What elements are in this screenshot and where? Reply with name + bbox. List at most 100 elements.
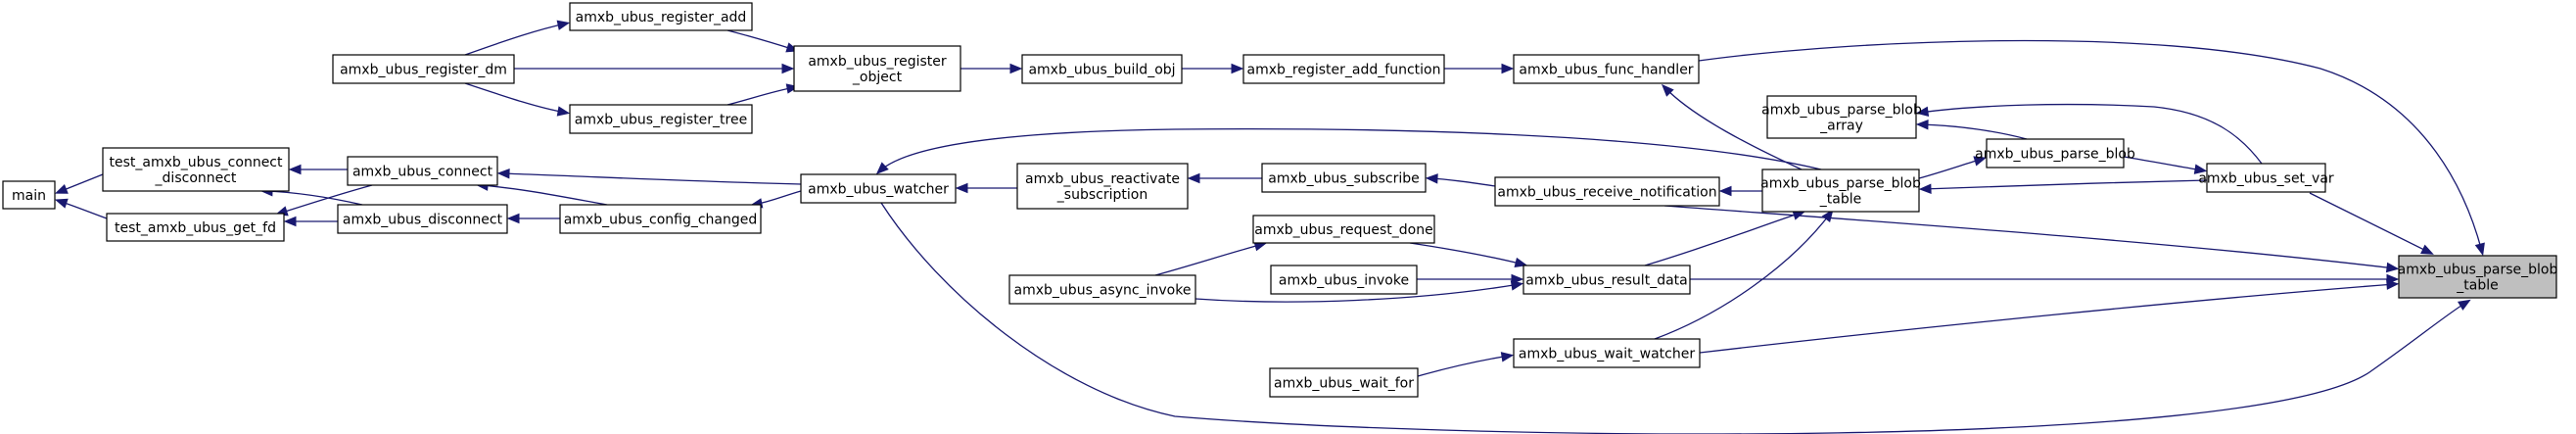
node-invoke[interactable]: amxb_ubus_invoke bbox=[1270, 265, 1418, 295]
edge-arrowhead bbox=[1425, 173, 1438, 184]
node-label: amxb_ubus_set_var bbox=[2198, 171, 2334, 187]
node-test-connect-disconnect[interactable]: test_amxb_ubus_connect_disconnect bbox=[102, 147, 290, 192]
edge-reactivate_subscription-to-watcher bbox=[955, 182, 1017, 194]
node-wait-for[interactable]: amxb_ubus_wait_for bbox=[1269, 367, 1419, 398]
edge-line bbox=[726, 29, 796, 51]
node-label: amxb_ubus_request_done bbox=[1254, 222, 1432, 238]
node-register-tree[interactable]: amxb_ubus_register_tree bbox=[569, 104, 753, 134]
node-label: amxb_ubus_connect bbox=[352, 165, 493, 180]
edge-arrowhead bbox=[1821, 209, 1834, 222]
node-box bbox=[1269, 367, 1419, 398]
node-box bbox=[1270, 265, 1418, 295]
node-label: _subscription bbox=[1056, 187, 1147, 203]
edge-line bbox=[1644, 212, 1803, 266]
node-register-object[interactable]: amxb_ubus_register_object bbox=[793, 45, 961, 92]
edge-line bbox=[1429, 177, 1496, 187]
node-register-add-function[interactable]: amxb_register_add_function bbox=[1242, 54, 1445, 84]
call-nodes: amxb_ubus_parse_blob_tableamxb_ubus_set_… bbox=[2, 2, 2558, 398]
edge-test_get_fd-to-main bbox=[54, 198, 108, 219]
node-disconnect[interactable]: amxb_ubus_disconnect bbox=[337, 204, 508, 234]
edge-async_invoke-to-request_done bbox=[1154, 241, 1268, 276]
node-func-handler[interactable]: amxb_ubus_func_handler bbox=[1513, 54, 1700, 84]
node-box bbox=[2398, 255, 2557, 299]
node-label: amxb_ubus_subscribe bbox=[1268, 171, 1420, 187]
edge-line bbox=[1654, 212, 1832, 340]
node-box bbox=[332, 54, 515, 84]
edge-parse_blob-to-parse_blob_array bbox=[1915, 119, 2028, 140]
edge-line bbox=[1417, 355, 1511, 377]
node-label: amxb_ubus_receive_notification bbox=[1497, 185, 1716, 201]
edge-line bbox=[1919, 123, 2028, 140]
edge-invoke-to-result_data bbox=[1417, 273, 1524, 285]
node-label: main bbox=[12, 188, 46, 204]
edge-arrowhead bbox=[1187, 172, 1200, 184]
node-main[interactable]: main bbox=[2, 180, 56, 210]
edge-line bbox=[726, 86, 796, 106]
node-subscribe[interactable]: amxb_ubus_subscribe bbox=[1261, 163, 1427, 193]
node-parse-blob-table[interactable]: amxb_ubus_parse_blob_table bbox=[2398, 255, 2558, 299]
node-label: _table bbox=[1819, 192, 1861, 208]
edge-arrowhead bbox=[2458, 299, 2471, 311]
edge-test_connect_disconnect-to-main bbox=[54, 173, 104, 194]
edge-arrowhead bbox=[506, 213, 520, 224]
edge-register_add_function-to-func_handler bbox=[1444, 63, 1515, 74]
node-test-get-fd[interactable]: test_amxb_ubus_get_fd bbox=[106, 213, 285, 242]
node-parse-blob[interactable]: amxb_ubus_parse_blob bbox=[1975, 138, 2135, 169]
edge-arrowhead bbox=[556, 106, 571, 117]
edge-arrowhead bbox=[283, 216, 297, 227]
node-label: _table bbox=[2456, 278, 2498, 294]
node-box bbox=[1494, 176, 1720, 207]
edge-arrowhead bbox=[1009, 63, 1023, 74]
edge-line bbox=[880, 202, 2468, 434]
node-label: _array bbox=[1819, 119, 1863, 134]
node-label: amxb_ubus_register_dm bbox=[340, 63, 507, 78]
node-box bbox=[1513, 338, 1701, 368]
node-parse-blob-table2[interactable]: amxb_ubus_parse_blob_table bbox=[1760, 169, 1921, 213]
edge-arrowhead bbox=[1915, 119, 1929, 130]
node-result-data[interactable]: amxb_ubus_result_data bbox=[1522, 265, 1691, 295]
edge-line bbox=[479, 184, 608, 206]
node-register-dm[interactable]: amxb_ubus_register_dm bbox=[332, 54, 515, 84]
edge-arrowhead bbox=[1973, 156, 1988, 167]
node-config-changed[interactable]: amxb_ubus_config_changed bbox=[559, 204, 762, 234]
edge-register_add-to-register_object bbox=[726, 29, 800, 53]
edge-receive_notification-to-subscribe bbox=[1425, 173, 1496, 187]
node-label: amxb_ubus_register_tree bbox=[575, 113, 747, 128]
edge-set_var-to-parse_blob_array bbox=[1915, 103, 2263, 165]
node-box bbox=[1252, 215, 1435, 244]
node-label: amxb_ubus_parse_blob bbox=[2398, 263, 2558, 278]
node-request-done[interactable]: amxb_ubus_request_done bbox=[1252, 215, 1435, 244]
edge-receive_notification-to-parse_blob_table bbox=[1663, 205, 2400, 273]
node-register-add[interactable]: amxb_ubus_register_add bbox=[569, 2, 753, 31]
node-wait-watcher[interactable]: amxb_ubus_wait_watcher bbox=[1513, 338, 1701, 368]
node-async-invoke[interactable]: amxb_ubus_async_invoke bbox=[1008, 274, 1196, 305]
node-set-var[interactable]: amxb_ubus_set_var bbox=[2198, 163, 2334, 193]
edge-wait_for-to-wait_watcher bbox=[1417, 352, 1515, 377]
edge-line bbox=[1663, 205, 2396, 269]
node-box bbox=[1766, 95, 1917, 139]
edge-arrowhead bbox=[496, 169, 510, 179]
node-connect[interactable]: amxb_ubus_connect bbox=[347, 156, 498, 186]
edge-line bbox=[464, 23, 567, 56]
node-label: amxb_ubus_result_data bbox=[1525, 273, 1687, 289]
node-receive-notification[interactable]: amxb_ubus_receive_notification bbox=[1494, 176, 1720, 207]
edge-line bbox=[1699, 283, 2396, 354]
node-box bbox=[2, 180, 56, 210]
node-build-obj[interactable]: amxb_ubus_build_obj bbox=[1021, 54, 1183, 84]
edge-parse_blob_table2-to-receive_notification bbox=[1718, 185, 1762, 197]
edge-register_dm-to-register_tree bbox=[464, 82, 571, 117]
edge-arrowhead bbox=[288, 164, 302, 175]
edge-set_var-to-parse_blob_table bbox=[2309, 192, 2434, 255]
node-watcher[interactable]: amxb_ubus_watcher bbox=[800, 173, 957, 204]
node-box bbox=[1261, 163, 1427, 193]
node-parse-blob-array[interactable]: amxb_ubus_parse_blob_array bbox=[1761, 95, 1922, 139]
edge-arrowhead bbox=[556, 20, 571, 30]
edge-register_dm-to-register_object bbox=[514, 63, 795, 74]
node-label: amxb_ubus_parse_blob bbox=[1761, 103, 1922, 119]
node-reactivate-subscription[interactable]: amxb_ubus_reactivate_subscription bbox=[1016, 163, 1189, 210]
edge-arrowhead bbox=[2420, 244, 2434, 255]
node-box bbox=[1522, 265, 1691, 295]
node-label: amxb_ubus_disconnect bbox=[343, 213, 503, 228]
edge-arrowhead bbox=[1918, 183, 1932, 194]
node-label: amxb_ubus_wait_for bbox=[1274, 376, 1414, 392]
